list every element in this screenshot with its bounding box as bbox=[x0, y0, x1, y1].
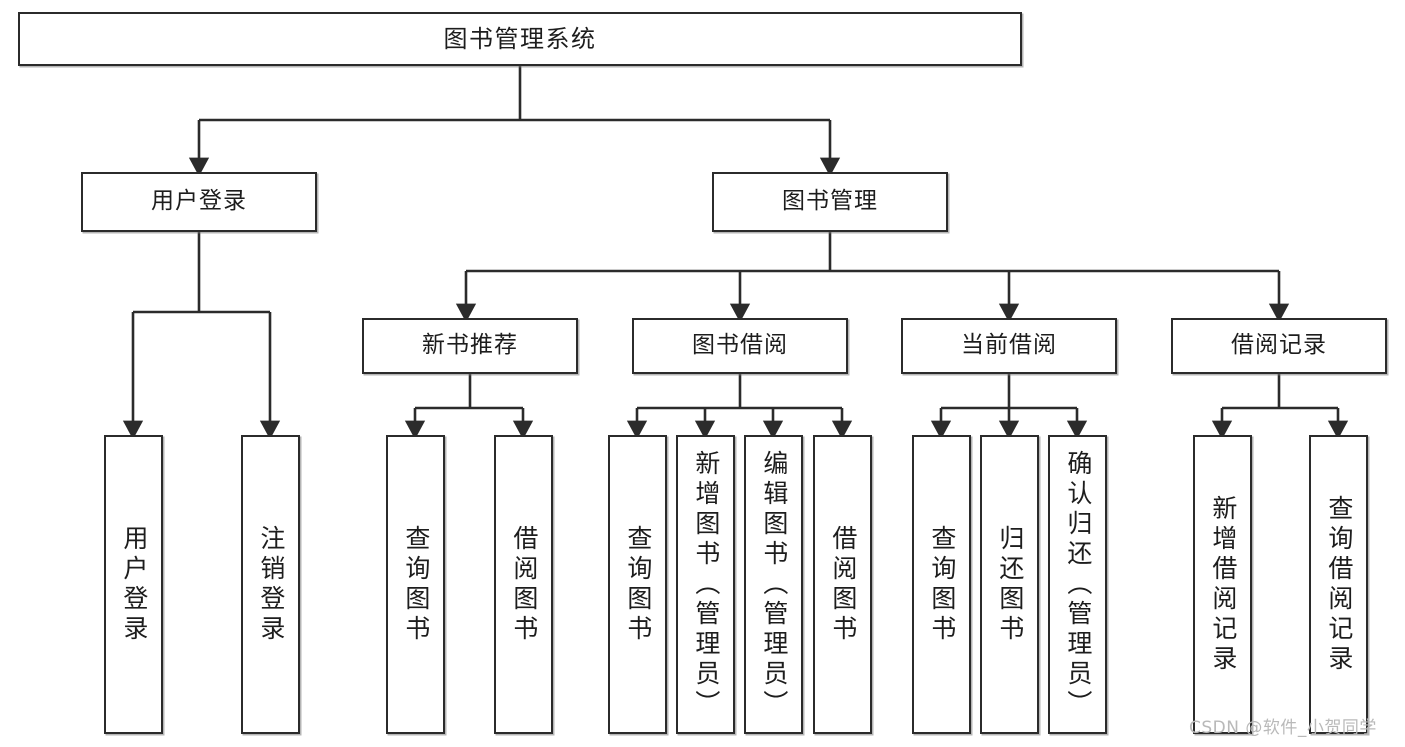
node-label: 注销登录 bbox=[256, 524, 286, 645]
node-label: 编辑图书（管理员） bbox=[759, 449, 789, 720]
node-label: 图书管理系统 bbox=[443, 24, 597, 53]
node-borrow-record[interactable]: 借阅记录 bbox=[1171, 318, 1387, 374]
leaf-borrow-record-add-record[interactable]: 新增借阅记录 bbox=[1193, 435, 1252, 734]
leaf-book-borrow-add-book-admin[interactable]: 新增图书（管理员） bbox=[676, 435, 735, 734]
node-root-book-management-system[interactable]: 图书管理系统 bbox=[18, 12, 1022, 66]
node-label: 查询借阅记录 bbox=[1324, 494, 1354, 675]
node-book-borrow[interactable]: 图书借阅 bbox=[632, 318, 848, 374]
leaf-user-login-logout[interactable]: 注销登录 bbox=[241, 435, 300, 734]
node-label: 查询图书 bbox=[401, 524, 431, 645]
node-label: 借阅记录 bbox=[1231, 332, 1327, 359]
node-label: 新增图书（管理员） bbox=[691, 449, 721, 720]
leaf-book-borrow-borrow-book[interactable]: 借阅图书 bbox=[813, 435, 872, 734]
leaf-user-login-login[interactable]: 用户登录 bbox=[104, 435, 163, 734]
node-label: 用户登录 bbox=[119, 524, 149, 645]
node-label: 新书推荐 bbox=[422, 332, 518, 359]
node-label: 借阅图书 bbox=[828, 524, 858, 645]
node-label: 查询图书 bbox=[927, 524, 957, 645]
node-label: 图书借阅 bbox=[692, 332, 788, 359]
node-label: 归还图书 bbox=[995, 524, 1025, 645]
node-user-login[interactable]: 用户登录 bbox=[81, 172, 317, 232]
watermark-text: CSDN @软件_小贺同学 bbox=[1189, 718, 1377, 738]
node-label: 图书管理 bbox=[782, 188, 878, 215]
leaf-new-book-borrow-book[interactable]: 借阅图书 bbox=[494, 435, 553, 734]
node-label: 当前借阅 bbox=[961, 332, 1057, 359]
leaf-current-borrow-return-book[interactable]: 归还图书 bbox=[980, 435, 1039, 734]
node-current-borrow[interactable]: 当前借阅 bbox=[901, 318, 1117, 374]
node-new-book-recommend[interactable]: 新书推荐 bbox=[362, 318, 578, 374]
node-label: 新增借阅记录 bbox=[1208, 494, 1238, 675]
leaf-current-borrow-confirm-return-admin[interactable]: 确认归还（管理员） bbox=[1048, 435, 1107, 734]
leaf-book-borrow-query-book[interactable]: 查询图书 bbox=[608, 435, 667, 734]
node-book-management[interactable]: 图书管理 bbox=[712, 172, 948, 232]
node-label: 借阅图书 bbox=[509, 524, 539, 645]
leaf-borrow-record-query-record[interactable]: 查询借阅记录 bbox=[1309, 435, 1368, 734]
node-label: 确认归还（管理员） bbox=[1063, 449, 1093, 720]
node-label: 查询图书 bbox=[623, 524, 653, 645]
leaf-new-book-query-book[interactable]: 查询图书 bbox=[386, 435, 445, 734]
leaf-current-borrow-query-book[interactable]: 查询图书 bbox=[912, 435, 971, 734]
node-label: 用户登录 bbox=[151, 188, 247, 215]
leaf-book-borrow-edit-book-admin[interactable]: 编辑图书（管理员） bbox=[744, 435, 803, 734]
